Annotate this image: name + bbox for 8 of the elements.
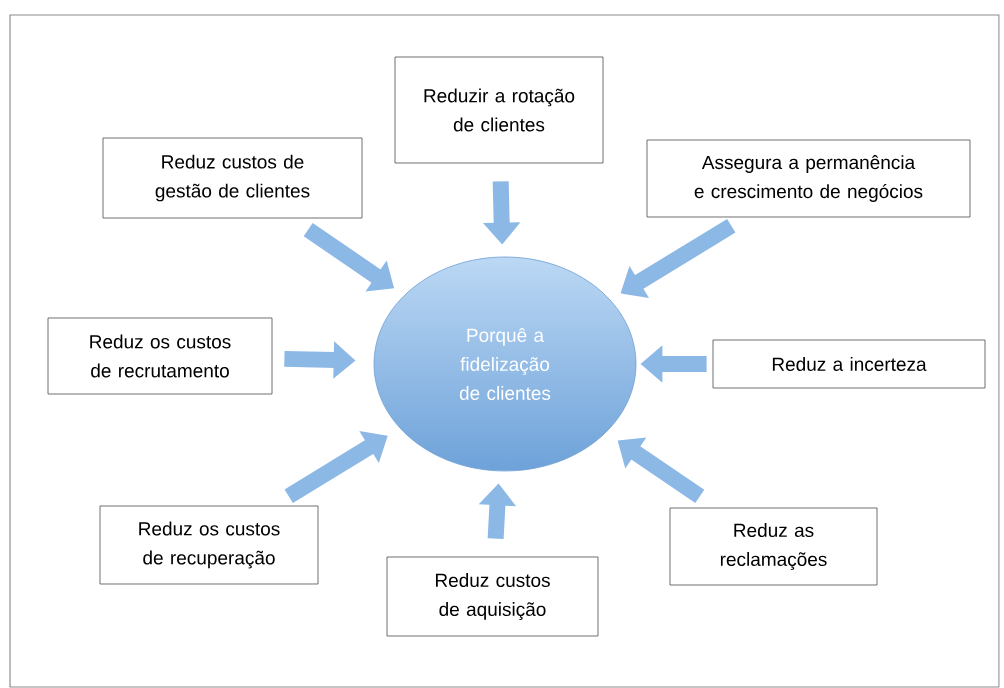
text-box: Reduz custos de gestão de clientes — [102, 137, 363, 219]
text-box: Reduzir a rotação de clientes — [394, 56, 604, 164]
text-box: Reduz custos de aquisição — [386, 556, 599, 637]
text-box: Reduz as reclamações — [669, 507, 878, 586]
text-box: Assegura a permanência e crescimento de negócios — [646, 139, 971, 218]
text-box: Reduz os custos de recuperação — [99, 505, 319, 585]
text-box: Reduz a incerteza — [712, 339, 986, 389]
text-box: Reduz os custos de recrutamento — [47, 317, 273, 395]
